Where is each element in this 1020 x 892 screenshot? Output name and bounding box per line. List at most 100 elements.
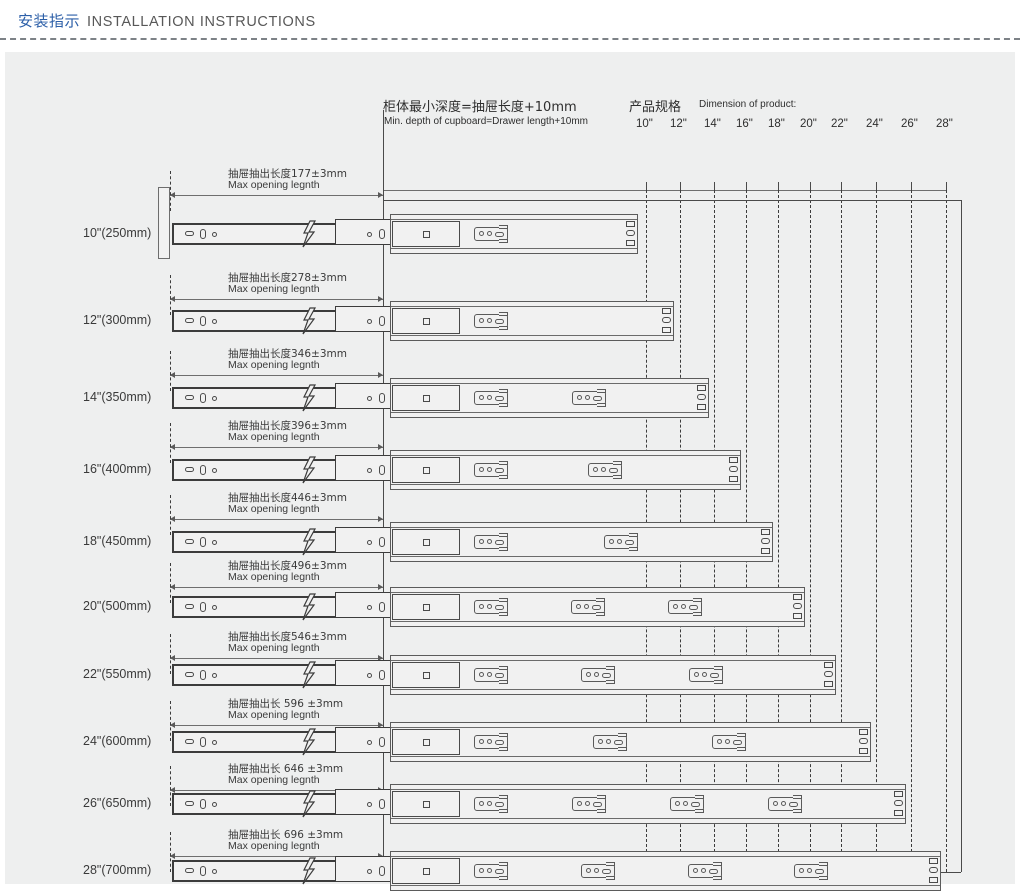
clip-tab-top	[499, 312, 508, 316]
dimension-arrow-right	[378, 444, 383, 450]
drawer-member-rail	[172, 793, 343, 815]
dimension-extension-line	[170, 766, 171, 806]
rail-end-square-bottom	[859, 748, 868, 754]
rail-round-hole	[367, 318, 372, 324]
dimension-arrow-right	[378, 516, 383, 522]
slide-rows-layer: 10"(250mm)12"(300mm)14"(350mm)16"(400mm)…	[5, 52, 1015, 891]
max-opening-length-en: Max opening legnth	[228, 571, 320, 583]
clip-hole-2	[487, 604, 492, 609]
clip-hole-1	[479, 395, 484, 400]
dimension-arrow-left	[170, 372, 175, 378]
scale-tick-mark	[778, 182, 779, 190]
clip-hole-slot	[815, 868, 825, 874]
clip-tab-bottom	[819, 876, 829, 880]
rail-end-hole-group	[625, 221, 637, 247]
dimension-extension-line	[170, 275, 171, 315]
clip-hole-1	[773, 801, 778, 806]
clip-hole-2	[487, 801, 492, 806]
clip-hole-1	[692, 868, 698, 873]
scale-guide-line	[876, 190, 877, 872]
rail-break-symbol	[299, 790, 319, 818]
clip-tab-bottom	[499, 680, 508, 684]
rail-mounting-clip	[474, 598, 508, 616]
drawer-member-rail	[172, 731, 343, 753]
rail-oval-hole	[200, 602, 206, 612]
rail-end-square-bottom	[929, 877, 938, 883]
page-title-cn: 安装指示	[18, 12, 81, 30]
clip-hole-slot	[614, 739, 623, 745]
max-opening-length-en: Max opening legnth	[228, 431, 320, 443]
rail-oval-hole	[200, 670, 206, 680]
scale-guide-line	[778, 190, 779, 872]
clip-hole-slot	[789, 801, 798, 807]
row-size-label: 12"(300mm)	[83, 313, 152, 327]
rail-end-hole-group	[792, 594, 804, 620]
max-opening-length-en: Max opening legnth	[228, 179, 320, 191]
clip-hole-1	[479, 539, 484, 544]
clip-hole-2	[487, 868, 492, 873]
scale-guide-line	[911, 190, 912, 872]
rail-mounting-clip	[687, 862, 722, 880]
clip-tab-bottom	[499, 809, 508, 813]
rail-oval-hole	[200, 316, 206, 326]
dimension-line	[170, 725, 383, 726]
rail-slot-hole	[185, 231, 194, 236]
dimension-arrow-left	[170, 853, 175, 859]
rail-mounting-clip	[474, 461, 508, 479]
rail-oval-hole	[200, 737, 206, 747]
dimension-arrow-left	[170, 787, 175, 793]
rail-mounting-clip	[474, 225, 508, 243]
clip-hole-1	[675, 801, 680, 806]
rail-oval-hole	[200, 465, 206, 475]
rail-end-square-top	[894, 791, 903, 797]
clip-tab-top	[713, 666, 723, 670]
max-opening-length-cn: 抽屉抽出长度278±3mm	[228, 272, 347, 284]
clip-tab-top	[499, 733, 508, 737]
drawer-member-rail	[172, 860, 343, 882]
scale-tick-mark	[946, 182, 947, 190]
max-opening-length-cn: 抽屉抽出长度496±3mm	[228, 560, 347, 572]
dimension-arrow-right	[378, 584, 383, 590]
rail-end-oval-mid	[729, 466, 738, 472]
clip-hole-slot	[733, 739, 742, 745]
rail-square-hole	[423, 466, 430, 474]
rail-oval-hole	[379, 537, 385, 547]
clip-hole-2	[594, 672, 600, 677]
scale-guide-line	[810, 190, 811, 872]
rail-end-hole-group	[893, 791, 905, 817]
clip-tab-bottom	[499, 547, 508, 551]
scale-guide-line	[946, 190, 947, 872]
rail-mounting-clip	[587, 461, 622, 479]
rail-end-cap	[392, 385, 460, 411]
rail-round-hole	[212, 467, 217, 473]
clip-hole-2	[487, 467, 492, 472]
dimension-extension-line	[170, 423, 171, 463]
dimension-arrow-right	[378, 722, 383, 728]
clip-hole-2	[725, 739, 730, 744]
scale-tick-label: 16"	[736, 118, 753, 130]
rail-end-square-top	[761, 529, 770, 535]
clip-tab-bottom	[628, 547, 638, 551]
rail-end-square-bottom	[626, 240, 635, 246]
rail-square-hole	[423, 671, 430, 679]
clip-tab-bottom	[499, 403, 508, 407]
drawer-member-rail	[172, 459, 343, 481]
dimension-line	[170, 375, 383, 376]
clip-tab-top	[597, 795, 606, 799]
clip-hole-2	[487, 231, 492, 236]
rail-round-hole	[367, 672, 372, 678]
scale-tick-label: 14"	[704, 118, 721, 130]
clip-hole-slot	[689, 604, 698, 610]
rail-end-square-top	[729, 457, 738, 463]
scale-tick-label: 24"	[866, 118, 883, 130]
clip-tab-bottom	[597, 809, 606, 813]
clip-tab-top	[628, 533, 638, 537]
rail-end-hole-group	[823, 662, 835, 688]
rail-mounting-clip	[474, 389, 508, 407]
clip-hole-slot	[593, 801, 602, 807]
rail-end-square-top	[697, 385, 706, 391]
rail-mounting-clip	[474, 795, 508, 813]
rail-round-hole	[212, 801, 217, 807]
rail-oval-hole	[379, 602, 385, 612]
clip-hole-1	[592, 467, 598, 472]
